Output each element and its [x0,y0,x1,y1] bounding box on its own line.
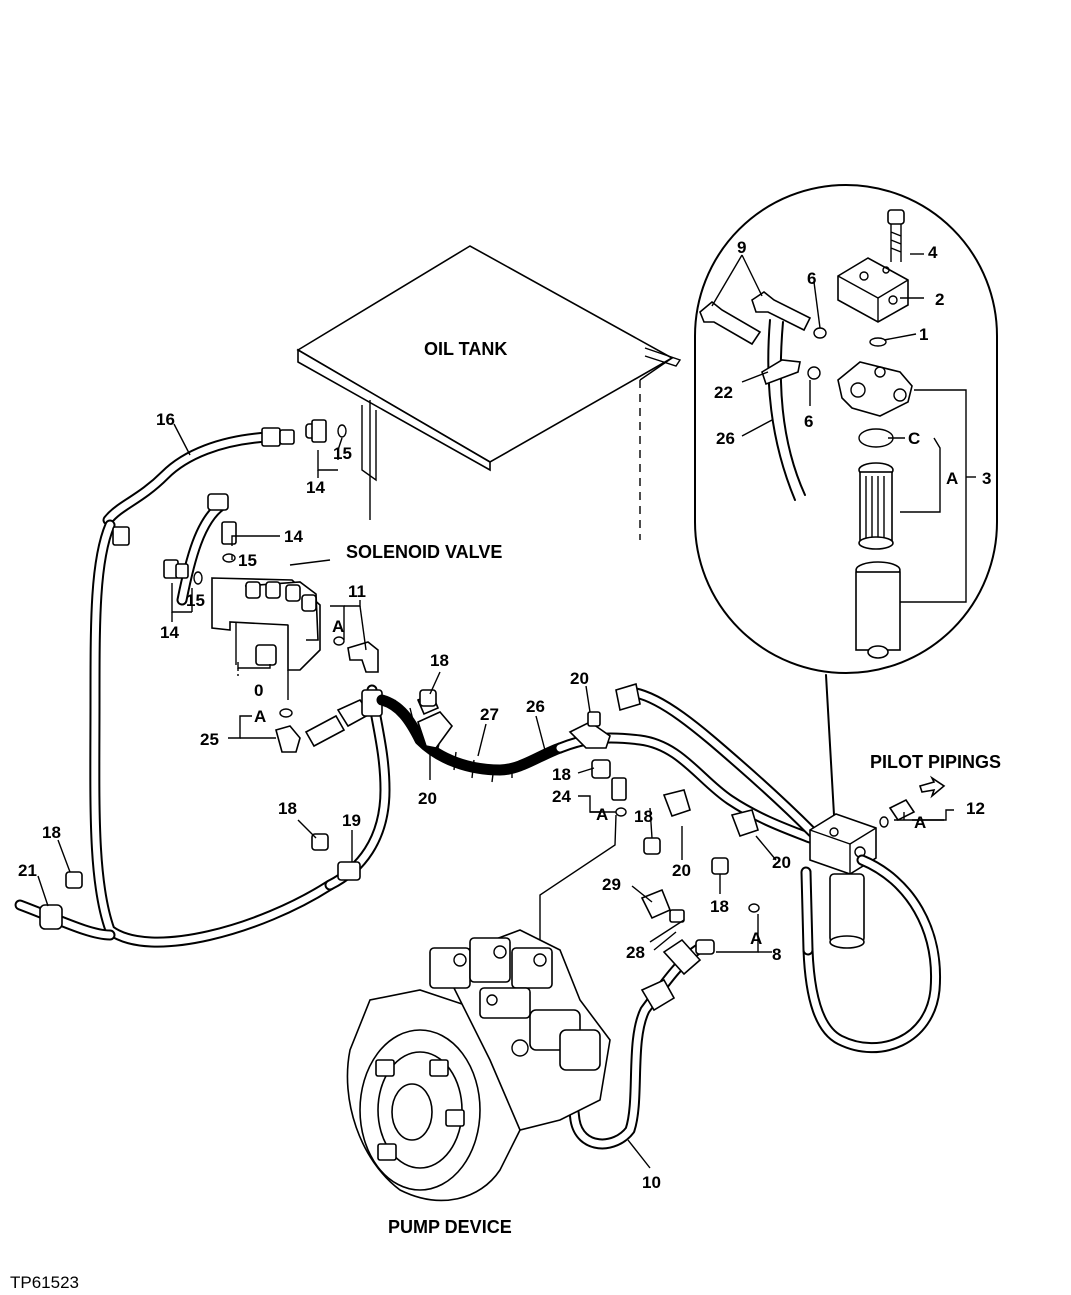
label-oil-tank: OIL TANK [424,339,507,359]
callout-2: 2 [935,290,944,309]
solenoid-valve [211,559,379,700]
callout-24: 24 [552,787,571,806]
callout-26-center: 26 [526,697,545,716]
detail-filter-circle [694,184,998,816]
callout-18-right: 18 [552,765,571,784]
callout-20-left: 20 [418,789,437,808]
figure-id: TP61523 [10,1273,79,1292]
fittings-14-15 [163,419,347,585]
callout-6-top: 6 [807,269,816,288]
callout-a-25: A [254,707,266,726]
oil-tank [296,245,682,540]
callout-a-12: A [914,813,926,832]
hoses-center [65,682,818,889]
callout-27: 27 [480,705,499,724]
hoses-left [14,427,391,948]
callout-12: 12 [966,799,985,818]
callout-25: 25 [200,730,219,749]
callout-21: 21 [18,861,37,880]
callout-1: 1 [919,325,928,344]
callout-8: 8 [772,945,781,964]
callout-c: C [908,429,920,448]
callout-14-left: 14 [160,623,179,642]
callout-10: 10 [642,1173,661,1192]
callout-28: 28 [626,943,645,962]
callout-9: 9 [737,238,746,257]
callout-20-top: 20 [570,669,589,688]
callout-a-3: A [946,469,958,488]
callout-18-lower: 18 [710,897,729,916]
pilot-filter [800,775,946,1054]
labels: OIL TANK SOLENOID VALVE PILOT PIPINGS PU… [10,238,1001,1292]
label-pilot-pipings: PILOT PIPINGS [870,752,1001,772]
callout-20-mid: 20 [672,861,691,880]
callout-16: 16 [156,410,175,429]
leader-lines [37,253,954,1169]
callout-14-mid: 14 [284,527,303,546]
callout-a-8: A [750,929,762,948]
callout-15-mid: 15 [238,551,257,570]
callout-15-left: 15 [186,591,205,610]
callout-18-far-left: 18 [42,823,61,842]
callout-22: 22 [714,383,733,402]
callout-26-detail: 26 [716,429,735,448]
callout-11: 11 [348,582,366,601]
callout-18-left: 18 [278,799,297,818]
label-pump-device: PUMP DEVICE [388,1217,512,1237]
callout-6-bottom: 6 [804,412,813,431]
callout-a-24: A [596,805,608,824]
callout-4: 4 [928,243,938,262]
pump-device [346,929,611,1202]
callout-18-center: 18 [430,651,449,670]
callout-20-right: 20 [772,853,791,872]
callout-a-11: A [332,617,344,636]
callout-18-mid: 18 [634,807,653,826]
callout-0: 0 [254,681,263,700]
callout-15-top: 15 [333,444,352,463]
callout-14-top: 14 [306,478,325,497]
callout-3: 3 [982,469,991,488]
callout-19: 19 [342,811,361,830]
label-solenoid-valve: SOLENOID VALVE [346,542,502,562]
callout-29: 29 [602,875,621,894]
